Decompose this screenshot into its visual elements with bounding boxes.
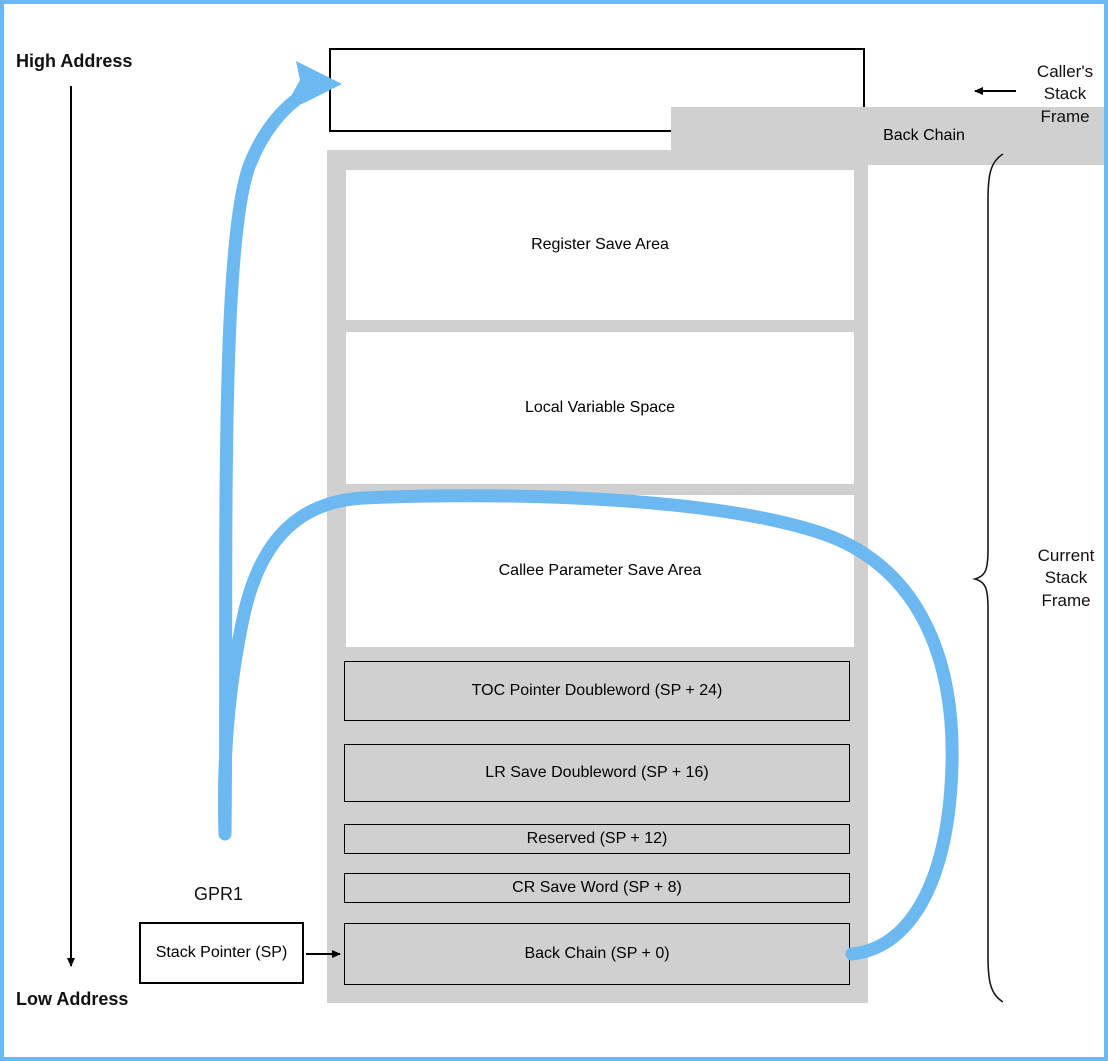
gpr1-label: GPR1 <box>194 884 244 904</box>
current-annotation-line2: Stack <box>1044 568 1088 588</box>
callers-annotation-line3: Frame <box>1040 106 1090 126</box>
slot-cr-save-word: CR Save Word (SP + 8) <box>344 873 850 903</box>
region-local-variable-space: Local Variable Space <box>346 332 854 484</box>
slot-reserved-label: Reserved (SP + 12) <box>526 830 668 847</box>
region-local-variable-space-label: Local Variable Space <box>524 399 676 416</box>
slot-back-chain-label: Back Chain <box>883 127 965 144</box>
region-callee-parameter-save-area: Callee Parameter Save Area <box>346 495 854 647</box>
caller-stack-frame-box: Back Chain <box>329 48 1104 165</box>
region-register-save-area-label: Register Save Area <box>531 236 669 253</box>
slot-cr-save-word-label: CR Save Word (SP + 8) <box>512 879 682 896</box>
slot-reserved: Reserved (SP + 12) <box>344 824 850 854</box>
callers-annotation-line1: Caller's <box>1036 62 1094 81</box>
stack-pointer-box: Stack Pointer (SP) <box>139 922 304 984</box>
region-register-save-area: Register Save Area <box>346 170 854 320</box>
current-annotation-line1: Current <box>1037 546 1095 565</box>
slot-toc-pointer-doubleword: TOC Pointer Doubleword (SP + 24) <box>344 661 850 721</box>
stack-pointer-label: Stack Pointer (SP) <box>155 944 288 961</box>
slot-lr-save-doubleword: LR Save Doubleword (SP + 16) <box>344 744 850 802</box>
high-address-label: High Address <box>16 51 133 71</box>
current-stack-frame-brace <box>971 153 1004 1003</box>
region-callee-parameter-save-area-label: Callee Parameter Save Area <box>498 562 702 579</box>
slot-lr-save-doubleword-label: LR Save Doubleword (SP + 16) <box>485 764 709 781</box>
slot-back-chain-sp0-label: Back Chain (SP + 0) <box>524 945 670 962</box>
low-address-label: Low Address <box>16 989 129 1009</box>
slot-back-chain-sp0: Back Chain (SP + 0) <box>344 923 850 985</box>
slot-toc-pointer-doubleword-label: TOC Pointer Doubleword (SP + 24) <box>471 682 723 699</box>
current-annotation-line3: Frame <box>1041 590 1091 610</box>
callers-annotation-line2: Stack <box>1043 84 1087 104</box>
